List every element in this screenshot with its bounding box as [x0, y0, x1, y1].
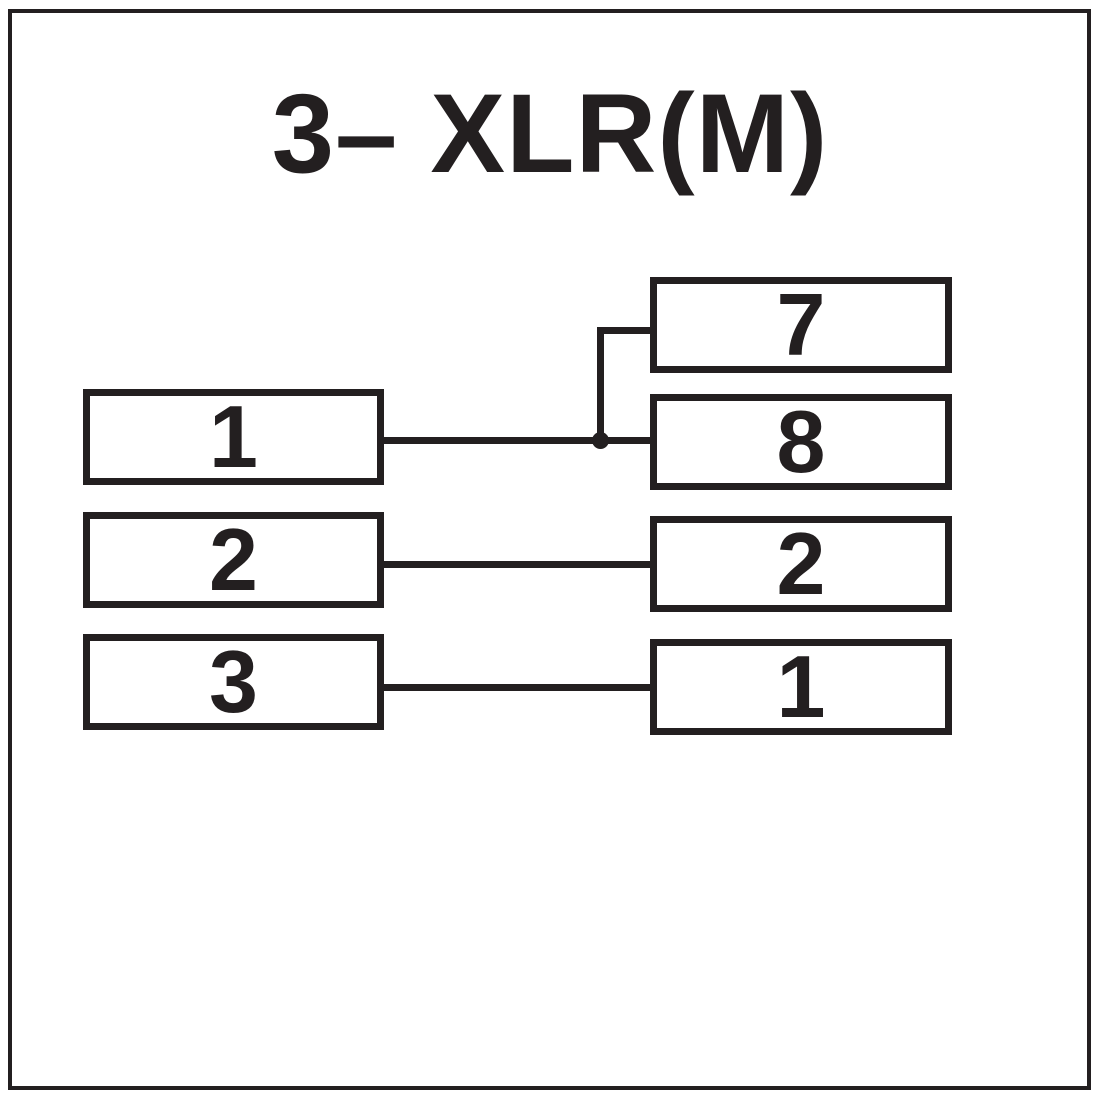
left-pin-label-1: 1 — [209, 387, 258, 486]
right-pin-label-2: 2 — [776, 514, 826, 613]
right-pin-label-7: 7 — [776, 275, 826, 374]
diagram-title: 3– XLR(M) — [271, 71, 829, 196]
left-pin-box-3: 3 — [83, 634, 384, 730]
wire-branch-to-right7 — [597, 327, 650, 334]
left-pin-label-3: 3 — [209, 632, 258, 731]
right-pin-box-2: 2 — [650, 516, 952, 612]
right-pin-label-1: 1 — [776, 637, 826, 736]
wire-junction-dot — [592, 432, 609, 449]
wire-left1-to-right8 — [383, 437, 650, 444]
left-pin-label-2: 2 — [209, 510, 258, 609]
wire-left2-to-right2 — [383, 561, 650, 568]
right-pin-box-8: 8 — [650, 394, 952, 490]
right-pin-box-1: 1 — [650, 639, 952, 735]
left-pin-box-2: 2 — [83, 512, 384, 608]
wire-left3-to-right1 — [383, 684, 650, 691]
left-pin-box-1: 1 — [83, 389, 384, 485]
right-pin-label-8: 8 — [776, 392, 826, 491]
wire-branch-vertical — [597, 327, 604, 444]
right-pin-box-7: 7 — [650, 277, 952, 373]
